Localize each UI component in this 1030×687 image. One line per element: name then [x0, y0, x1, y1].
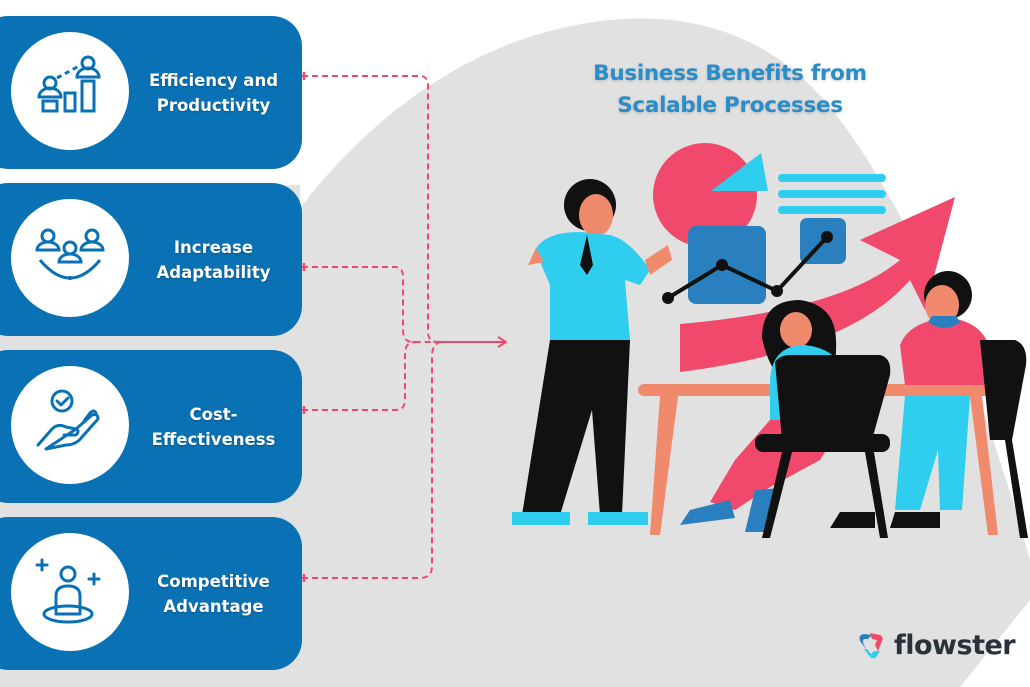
benefit-card-efficiency: Efficiency and Productivity — [0, 16, 302, 169]
icon-circle — [11, 533, 129, 651]
growth-arrow-graphic — [680, 197, 955, 372]
icon-circle — [11, 366, 129, 484]
icon-circle — [11, 32, 129, 150]
benefit-label: Competitive Advantage — [157, 571, 270, 616]
icon-circle — [11, 199, 129, 317]
benefit-card-cost-effectiveness: Cost- Effectiveness — [0, 350, 302, 503]
flowster-logo-icon — [859, 633, 883, 659]
benefit-card-competitive-advantage: Competitive Advantage — [0, 517, 302, 670]
benefit-card-adaptability: Increase Adaptability — [0, 183, 302, 336]
hand-check-icon — [36, 389, 100, 451]
page-title: Business Benefits from Scalable Processe… — [593, 61, 867, 118]
brand-name: flowster — [894, 629, 1016, 661]
team-group-icon — [35, 228, 105, 280]
benefit-label: Efficiency and Productivity — [148, 70, 279, 115]
pie-chart-graphic — [653, 143, 757, 247]
person-plus-icon — [35, 558, 101, 624]
growth-chart-people-icon — [37, 55, 101, 113]
presentation-meeting-icon — [512, 143, 1028, 538]
flowster-logo: flowster — [852, 625, 1016, 665]
benefit-label: Cost- Effectiveness — [151, 404, 276, 449]
benefit-label: Increase Adaptability — [156, 237, 271, 282]
